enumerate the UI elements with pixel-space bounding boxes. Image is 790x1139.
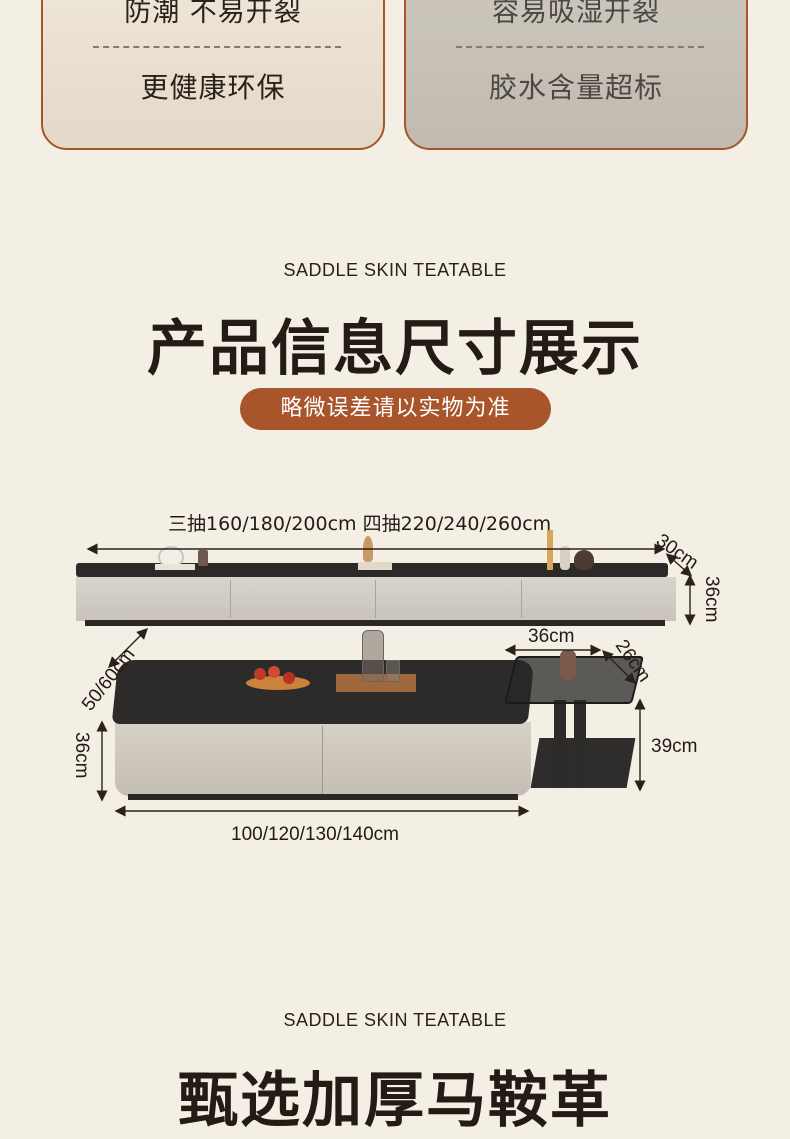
coffee-width-label: 100/120/130/140cm: [231, 824, 399, 845]
tv-drawer: [76, 580, 231, 618]
apple-icon: [283, 672, 295, 684]
vase-icon: [560, 650, 576, 680]
card-good-line2: 更健康环保: [140, 71, 286, 104]
tv-cabinet-body: [76, 577, 676, 621]
section-eyebrow-2: SADDLE SKIN TEATABLE: [283, 1010, 507, 1030]
side-height-label: 39cm: [651, 736, 698, 757]
tv-drawer: [376, 580, 522, 618]
diffuser-icon: [198, 550, 208, 566]
section-title-2: 甄选加厚马鞍革: [178, 1066, 612, 1136]
section-title: 产品信息尺寸展示: [147, 314, 643, 384]
card-good-line1: 防潮 不易开裂: [124, 0, 302, 28]
card-bad-line1: 容易吸湿开裂: [492, 0, 660, 28]
coffee-table-body: [115, 722, 531, 796]
section-eyebrow: SADDLE SKIN TEATABLE: [283, 260, 507, 280]
comparison-card-bad: 容易吸湿开裂 胶水含量超标: [404, 0, 748, 150]
card-divider: [93, 46, 341, 48]
card-divider: [456, 46, 704, 48]
dimension-lines: [86, 543, 696, 817]
glass-icon: [386, 660, 400, 682]
apple-icon: [254, 668, 266, 680]
tv-width-label: 三抽160/180/200cm 四抽220/240/260cm: [168, 513, 552, 535]
disclaimer-badge: 略微误差请以实物为准: [240, 388, 551, 430]
coffee-height-label: 36cm: [71, 732, 92, 779]
apple-icon: [268, 666, 280, 678]
tray-icon: [358, 562, 392, 570]
vase-icon: [560, 546, 570, 570]
side-table-leg: [574, 700, 586, 786]
vase-icon: [574, 550, 594, 570]
carafe-icon: [362, 630, 384, 682]
tv-height-label: 36cm: [701, 576, 722, 623]
comparison-card-good: 防潮 不易开裂 更健康环保: [41, 0, 385, 150]
coffee-table-base: [128, 794, 518, 800]
coffee-table-drawer-split: [322, 726, 323, 794]
tv-cabinet-top: [76, 563, 668, 577]
tv-drawer: [231, 580, 376, 618]
side-table-leg: [554, 700, 566, 786]
book-icon: [155, 564, 195, 570]
card-bad-line2: 胶水含量超标: [488, 71, 663, 104]
tv-cabinet-base: [85, 620, 665, 626]
side-width-label: 36cm: [528, 626, 575, 647]
